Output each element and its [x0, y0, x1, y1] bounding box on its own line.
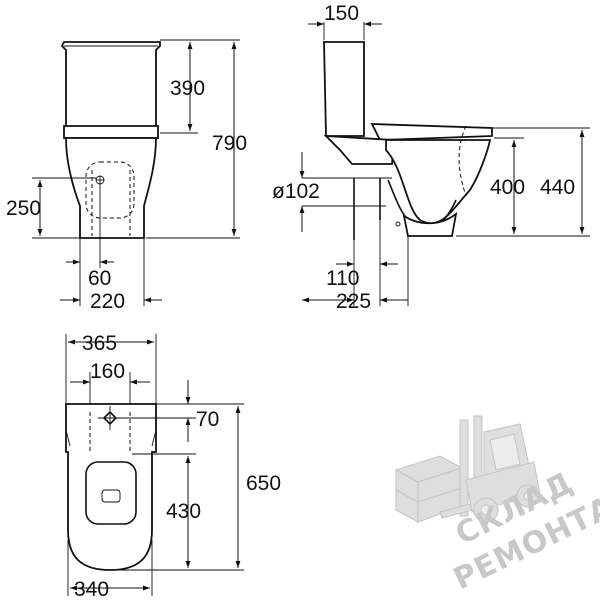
dim-overall-length: 650 — [246, 472, 281, 495]
dim-outlet-height: 250 — [6, 197, 41, 220]
dim-base-width-top: 340 — [74, 578, 109, 600]
dim-total-height: 790 — [212, 132, 247, 155]
dim-seat-height: 400 — [490, 176, 525, 199]
front-seat-band — [63, 125, 159, 139]
dim-pipe-diameter: ø102 — [272, 180, 320, 203]
front-tank-outline — [60, 41, 161, 133]
dim-outlet-distance: 225 — [336, 290, 371, 313]
side-seat-outline — [370, 123, 493, 141]
front-outlet-dashed — [85, 161, 135, 219]
dim-base-width: 220 — [90, 290, 125, 313]
forklift-icon — [394, 415, 541, 523]
dim-outlet-setback: 110 — [326, 267, 359, 290]
top-bowl-outline — [65, 403, 157, 571]
dim-outlet-offset: 60 — [88, 267, 111, 290]
front-bowl-outline — [65, 137, 157, 239]
top-seat-opening — [85, 461, 137, 525]
top-view: 365 160 70 430 650 340 — [65, 332, 281, 600]
dim-overall-width: 365 — [82, 332, 117, 355]
side-view: 150 ø102 400 440 110 225 — [272, 2, 590, 313]
dim-fixing-spacing: 160 — [90, 360, 125, 383]
dim-tank-depth: 150 — [324, 2, 359, 25]
dim-tank-height: 390 — [170, 77, 205, 100]
side-tank-outline — [323, 41, 365, 137]
front-view: 390 790 250 60 220 — [6, 39, 247, 313]
dim-fixing-offset: 70 — [196, 408, 219, 431]
dim-rim-height: 440 — [540, 176, 575, 199]
dim-fixing-to-front: 430 — [166, 500, 201, 523]
watermark: СКЛАД РЕМОНТА — [394, 415, 600, 597]
